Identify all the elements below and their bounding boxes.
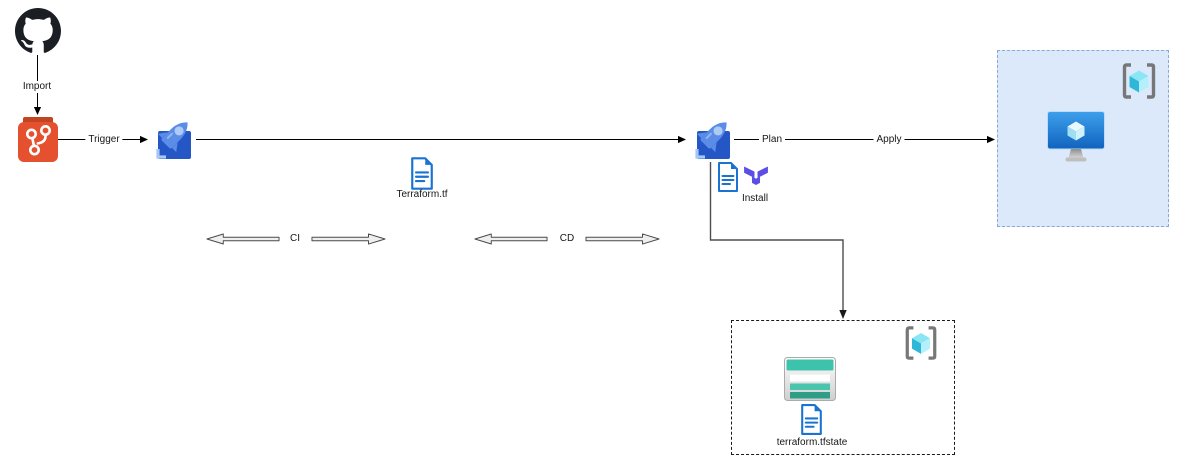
- terraform-tf-document-icon: [411, 157, 433, 190]
- terraform-file-label: Terraform.tf: [396, 189, 448, 200]
- storage-account-icon: [784, 357, 836, 401]
- cd-label: CD: [556, 233, 578, 245]
- resource-group-icon: [1122, 63, 1156, 99]
- install-document-icon: [718, 162, 738, 192]
- ci-label: CI: [287, 233, 303, 245]
- install-label: Install: [741, 193, 769, 204]
- apply-label: Apply: [873, 134, 905, 146]
- azure-pipelines-ci-icon: [156, 122, 191, 159]
- github-icon: [15, 8, 61, 53]
- trigger-label: Trigger: [85, 134, 123, 146]
- virtual-machine-icon: [1047, 111, 1105, 162]
- azure-pipelines-cd-icon: [695, 122, 730, 159]
- cd-left-arrow-icon: [474, 233, 548, 245]
- import-arrowhead-icon: [33, 107, 42, 115]
- git-repository-icon: [18, 117, 58, 162]
- ci-right-arrow-icon: [311, 233, 386, 245]
- state-resource-group-icon: [905, 326, 937, 360]
- import-label: Import: [19, 81, 55, 93]
- plan-label: Plan: [758, 134, 786, 146]
- tfstate-document-icon: [801, 404, 822, 435]
- pipeline-arrowhead-icon: [678, 135, 686, 144]
- ci-left-arrow-icon: [206, 233, 280, 245]
- tfstate-label: terraform.tfstate: [776, 437, 848, 448]
- trigger-arrowhead-icon: [140, 135, 148, 144]
- apply-arrowhead-icon: [987, 135, 995, 144]
- cd-right-arrow-icon: [585, 233, 660, 245]
- state-arrowhead-icon: [839, 310, 847, 319]
- terraform-logo-icon: [744, 166, 768, 185]
